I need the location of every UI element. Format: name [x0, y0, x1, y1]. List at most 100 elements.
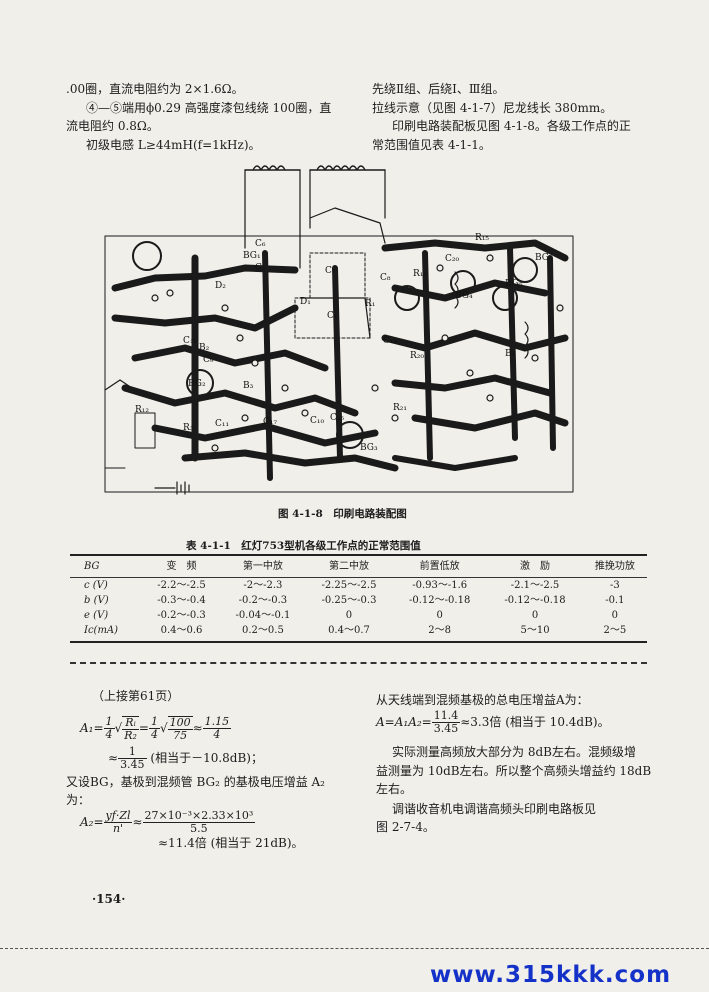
table-header: 激 励	[487, 555, 583, 578]
pcb-label-bg4: BG₄	[455, 291, 473, 301]
pcb-label-c20: C₂₀	[445, 254, 459, 264]
table-row: e (V) -0.2～-0.3 -0.04～-0.1 0 0 0 0	[70, 608, 647, 623]
pcb-label-c2: C₂	[255, 263, 266, 273]
fraction-den: 4	[213, 728, 221, 741]
table-cell: 2～8	[392, 623, 488, 643]
left-text-line-3: 流电阻约 0.8Ω。	[66, 119, 159, 133]
pcb-label-c12: C₁₂	[183, 336, 197, 346]
table-cell: -0.2～-0.3	[157, 610, 206, 621]
table-cell: -2.25～-2.5	[321, 580, 377, 591]
table-cell: -2.1～-2.5	[510, 580, 560, 591]
pcb-label-r12: R₁₂	[135, 405, 149, 415]
fraction-num: 11.4	[431, 709, 461, 723]
table-cell: 0	[611, 610, 619, 621]
formula-text: A₂=	[80, 815, 104, 829]
pcb-label-d1: D₁	[300, 297, 311, 307]
pcb-label-bg2: BG₂	[188, 379, 206, 389]
table-cell: -3	[609, 580, 620, 591]
table-row: c (V) -2.2～-2.5 -2～-2.3 -2.25～-2.5 -0.93…	[70, 578, 647, 594]
pcb-label-c15: C₁₅	[330, 413, 344, 423]
fraction-den: 5.5	[190, 822, 208, 835]
text-wei: 为：	[66, 793, 91, 807]
figure-caption: 图 4-1-8 印刷电路装配图	[278, 508, 407, 520]
formula-text: =	[138, 721, 149, 735]
fraction-den: 75	[173, 728, 188, 742]
table-cell: -0.04～-0.1	[235, 610, 291, 621]
table-cell: 0	[436, 610, 443, 621]
pcb-label-c9: C₉	[203, 355, 214, 365]
table-cell: -2.2～-2.5	[157, 580, 206, 591]
pcb-label-c10: C₁₀	[310, 416, 324, 426]
table-header: 第一中放	[219, 555, 306, 578]
formula-text: ≈	[192, 721, 203, 735]
pcb-label-c17: C₁₇	[263, 417, 277, 427]
table-header: 推挽功放	[582, 555, 647, 578]
table-header: BG	[70, 555, 144, 578]
pcb-label-c19: C₁₉	[383, 336, 397, 346]
table-cell: 0	[531, 610, 539, 621]
table-cell: 5～10	[487, 623, 583, 643]
pcb-label-c8: C₈	[380, 273, 391, 283]
fraction-num: 27×10⁻³×2.33×10³	[142, 809, 256, 823]
pcb-label-r20: R₂₀	[410, 351, 424, 361]
pcb-label-bg6: BG₆	[535, 253, 553, 263]
pcb-label-r21: R₂₁	[393, 403, 407, 413]
fraction-den: 3.45	[120, 758, 145, 771]
pcb-label-r15: R₁₅	[475, 233, 489, 243]
fraction-num: 100	[167, 715, 193, 730]
table-cell: -2～-2.3	[243, 580, 283, 591]
right-bottom-p1-1: 实际测量高频放大部分为 8dB左右。混频级增	[392, 745, 636, 759]
pcb-label-c11: C₁₁	[215, 419, 229, 429]
pcb-label-r1: R₁	[365, 299, 375, 309]
pcb-assembly-diagram: C₆ C₈ C₂ BG₁ D₂ C₇ D₁ R₁ C₁ BG₂ C₁₂ C₉ B…	[104, 165, 574, 495]
pcb-label-c7: C₇	[325, 266, 336, 276]
pcb-label-b3: B₃	[243, 381, 254, 391]
table-header: 前置低放	[392, 555, 488, 578]
right-text-line-1: 先绕Ⅱ组、后绕Ⅰ、Ⅲ组。	[372, 82, 505, 96]
bottom-rule	[0, 948, 709, 949]
table-cell: -0.1	[605, 595, 625, 606]
table-cell: -0.2～-0.3	[238, 595, 288, 606]
fraction-num: 1	[118, 746, 147, 759]
table-cell: 0.4～0.6	[143, 623, 220, 643]
page-number: ·154·	[92, 892, 126, 906]
table-cell: e (V)	[84, 610, 109, 621]
right-bottom-p1-3: 左右。	[376, 782, 413, 796]
formula-text: A₁=	[80, 721, 104, 735]
formula-text: (相当于－10.8dB)；	[150, 751, 263, 765]
fraction-num: 1	[148, 715, 160, 729]
table-cell: 0	[345, 610, 353, 621]
text-set-gain: 又设BG，基极到混频管 BG₂ 的基极电压增益 A₂	[66, 775, 325, 789]
table-cell: -0.12～-0.18	[504, 595, 566, 606]
table-cell: 0.2～0.5	[219, 623, 306, 643]
right-bottom-p1-2: 益测量为 10dB左右。所以整个高频头增益约 18dB	[376, 764, 652, 778]
operating-point-table: BG 变 频 第一中放 第二中放 前置低放 激 励 推挽功放 c (V) -2.…	[70, 554, 647, 643]
right-text-line-2: 拉线示意（见图 4-1-7）尼龙线长 380mm。	[372, 101, 613, 115]
table-row: b (V) -0.3～-0.4 -0.2～-0.3 -0.25～-0.3 -0.…	[70, 593, 647, 608]
table-cell: 2～5	[582, 623, 647, 643]
fraction-den: 3.45	[433, 722, 459, 735]
fraction-num: 1.15	[202, 715, 232, 729]
fraction-num: 1	[103, 715, 115, 729]
formula-text: A=A₁A₂=	[376, 715, 432, 729]
continued-note: （上接第61页）	[92, 689, 180, 703]
right-bottom-line-1: 从天线端到混频基极的总电压增益A为：	[376, 693, 589, 707]
right-bottom-p2-2: 图 2-7-4。	[376, 820, 435, 834]
pcb-label-c1: C₁	[327, 311, 338, 321]
table-cell: c (V)	[84, 580, 108, 591]
table-title: 表 4-1-1 红灯753型机各级工作点的正常范围值	[186, 540, 421, 552]
table-cell: -0.12～-0.18	[409, 595, 471, 606]
fraction-den: R₂	[124, 728, 137, 742]
table-row: Ic(mA) 0.4～0.6 0.2～0.5 0.4～0.7 2～8 5～10 …	[70, 623, 647, 643]
left-text-line-2: ④—⑤端用ϕ0.29 高强度漆包线绕 100圈，直	[86, 101, 332, 115]
pcb-label-b4: B₄	[505, 349, 516, 359]
fraction-den: 4	[150, 728, 158, 741]
